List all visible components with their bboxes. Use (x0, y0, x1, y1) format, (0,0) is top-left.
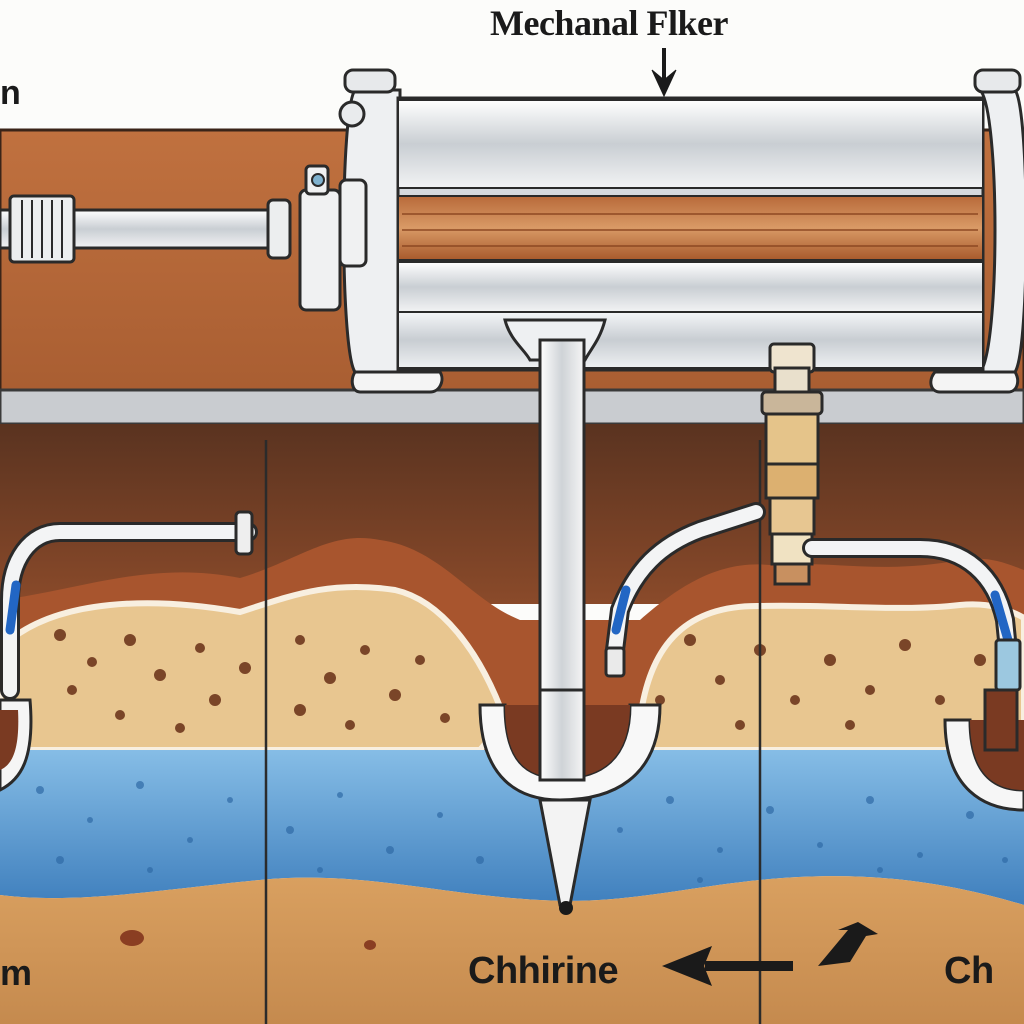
inlet-valve (298, 188, 342, 312)
ground-plate (0, 388, 1024, 426)
bottom-left-label-fragment: m (0, 952, 32, 993)
chlorine-label: Chhirine (468, 950, 619, 992)
mechanical-filter-label: Mechanal Flker (490, 3, 728, 43)
groundwater-layer (0, 750, 1024, 905)
bottom-soil-spots (120, 930, 376, 950)
water-droplets (36, 781, 1008, 883)
panel-dividers (264, 440, 762, 1024)
top-left-label-fragment: n (0, 74, 21, 112)
upward-arrow (818, 922, 878, 966)
filter-pointer-arrow (651, 48, 677, 98)
bottom-right-label-fragment: Ch (944, 950, 994, 992)
chlorine-arrow (662, 946, 793, 986)
bottom-soil (0, 876, 1024, 1024)
dosing-pipe (760, 390, 824, 416)
filter-media-band (397, 195, 984, 261)
